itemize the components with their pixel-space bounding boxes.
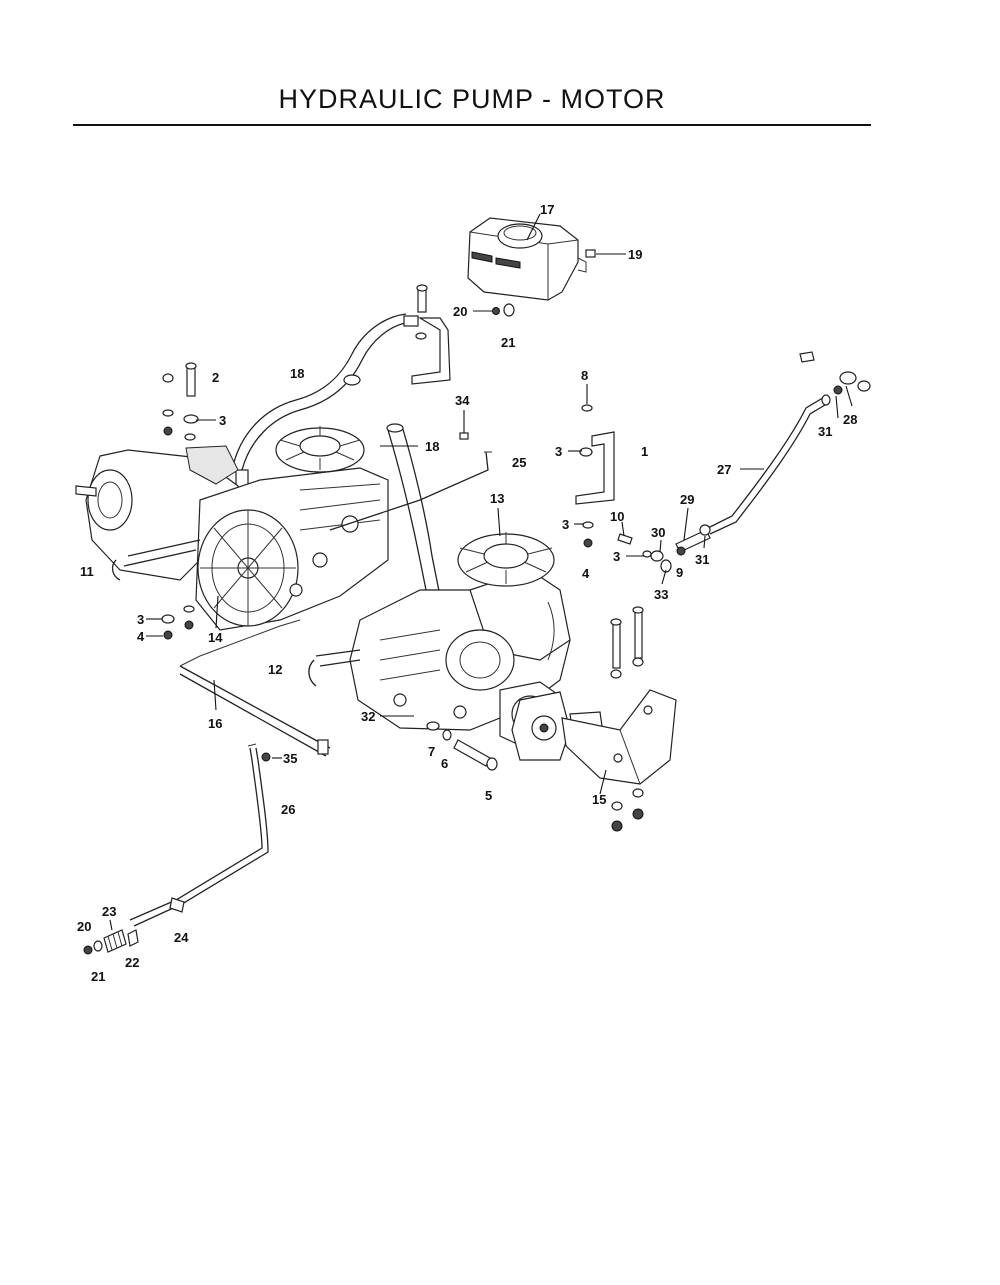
- callout-31: 31: [818, 424, 832, 439]
- callout-13: 13: [490, 491, 504, 506]
- page-title: HYDRAULIC PUMP - MOTOR: [278, 84, 666, 114]
- control-rod-27: [707, 351, 871, 535]
- callout-26: 26: [281, 802, 295, 817]
- control-rod-16: [179, 619, 331, 757]
- mounting-bracket-15: [561, 689, 677, 785]
- callout-10: 10: [610, 509, 624, 524]
- callout-11: 11: [80, 564, 94, 579]
- title-underline: [73, 124, 871, 126]
- callout-4: 4: [137, 629, 145, 644]
- callout-20: 20: [453, 304, 467, 319]
- left-transaxle-assembly: [75, 445, 389, 631]
- callout-23: 23: [102, 904, 116, 919]
- rod-35-clip: [247, 743, 271, 762]
- left-hardware-bottom: [161, 605, 195, 640]
- callout-14: 14: [208, 630, 223, 645]
- callout-6: 6: [441, 756, 448, 771]
- callout-31: 31: [695, 552, 709, 567]
- reservoir-tank: [467, 217, 587, 301]
- callout-20: 20: [77, 919, 91, 934]
- callout-12: 12: [268, 662, 282, 677]
- callout-32: 32: [361, 709, 375, 724]
- callout-33: 33: [654, 587, 668, 602]
- callout-24: 24: [174, 930, 189, 945]
- callout-28: 28: [843, 412, 857, 427]
- turnbuckle-29-hardware: [617, 524, 711, 573]
- callout-18: 18: [290, 366, 304, 381]
- cooling-fan-right: [457, 532, 555, 587]
- callout-labels: 17 19 20 21 2 18 3 34 18 25 8 3 1 31 28 …: [77, 202, 857, 984]
- carriage-bolts-right: [610, 606, 644, 832]
- callout-17: 17: [540, 202, 554, 217]
- callout-30: 30: [651, 525, 665, 540]
- callout-4: 4: [582, 566, 590, 581]
- callout-3: 3: [613, 549, 620, 564]
- bolt-19: [585, 249, 596, 258]
- callout-16: 16: [208, 716, 222, 731]
- mounting-bracket-1: [575, 404, 615, 548]
- callout-3: 3: [219, 413, 226, 428]
- callout-29: 29: [680, 492, 694, 507]
- callout-34: 34: [455, 393, 470, 408]
- callout-2: 2: [212, 370, 219, 385]
- nut-20-washer-21-top: [492, 303, 515, 317]
- callout-1: 1: [641, 444, 648, 459]
- callout-9: 9: [676, 565, 683, 580]
- callout-25: 25: [512, 455, 526, 470]
- leader-lines: [109, 213, 853, 931]
- callout-18: 18: [425, 439, 439, 454]
- callout-21: 21: [91, 969, 105, 984]
- callout-22: 22: [125, 955, 139, 970]
- spring-and-fittings-bottom: [83, 929, 139, 955]
- linkage-rod-25: [329, 451, 492, 531]
- callout-3: 3: [137, 612, 144, 627]
- callout-19: 19: [628, 247, 642, 262]
- hardware-7-6-5: [426, 721, 498, 771]
- callout-35: 35: [283, 751, 297, 766]
- left-hardware-stack: [162, 362, 199, 441]
- pin-34: [459, 432, 469, 440]
- callout-3: 3: [555, 444, 562, 459]
- callout-5: 5: [485, 788, 492, 803]
- callout-3: 3: [562, 517, 569, 532]
- cooling-fan-left: [275, 426, 365, 473]
- control-rod-26: [129, 747, 269, 927]
- mounting-bracket-top: [411, 284, 451, 385]
- callout-7: 7: [428, 744, 435, 759]
- callout-21: 21: [501, 335, 515, 350]
- callout-15: 15: [592, 792, 606, 807]
- right-transaxle-assembly: [308, 569, 571, 751]
- callout-8: 8: [581, 368, 588, 383]
- callout-27: 27: [717, 462, 731, 477]
